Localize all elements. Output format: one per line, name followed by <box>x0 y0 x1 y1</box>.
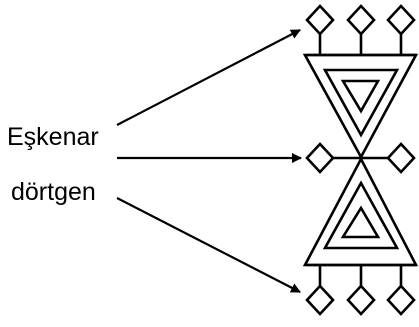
label-dortgen: dörtgen <box>11 178 96 206</box>
upper-triangle-outer <box>302 53 419 160</box>
diamond-middle-right <box>386 142 416 174</box>
diamond-bottom-middle <box>346 284 376 316</box>
lower-triangle-middle <box>322 180 400 250</box>
lower-triangle-inner <box>340 205 381 239</box>
arrow-to-bottom-diamond <box>116 197 301 293</box>
label-eskenar: Eşkenar <box>7 123 99 151</box>
diamond-top-left <box>305 4 335 36</box>
diamond-bottom-right <box>386 284 416 316</box>
diamond-top-right <box>386 4 416 36</box>
arrow-to-top-diamond <box>116 29 301 126</box>
diamond-middle-left <box>305 142 335 174</box>
upper-triangle-inner <box>340 79 381 114</box>
diamond-top-middle <box>346 4 376 36</box>
diamond-bottom-left <box>305 284 335 316</box>
upper-triangle-middle <box>322 68 400 138</box>
